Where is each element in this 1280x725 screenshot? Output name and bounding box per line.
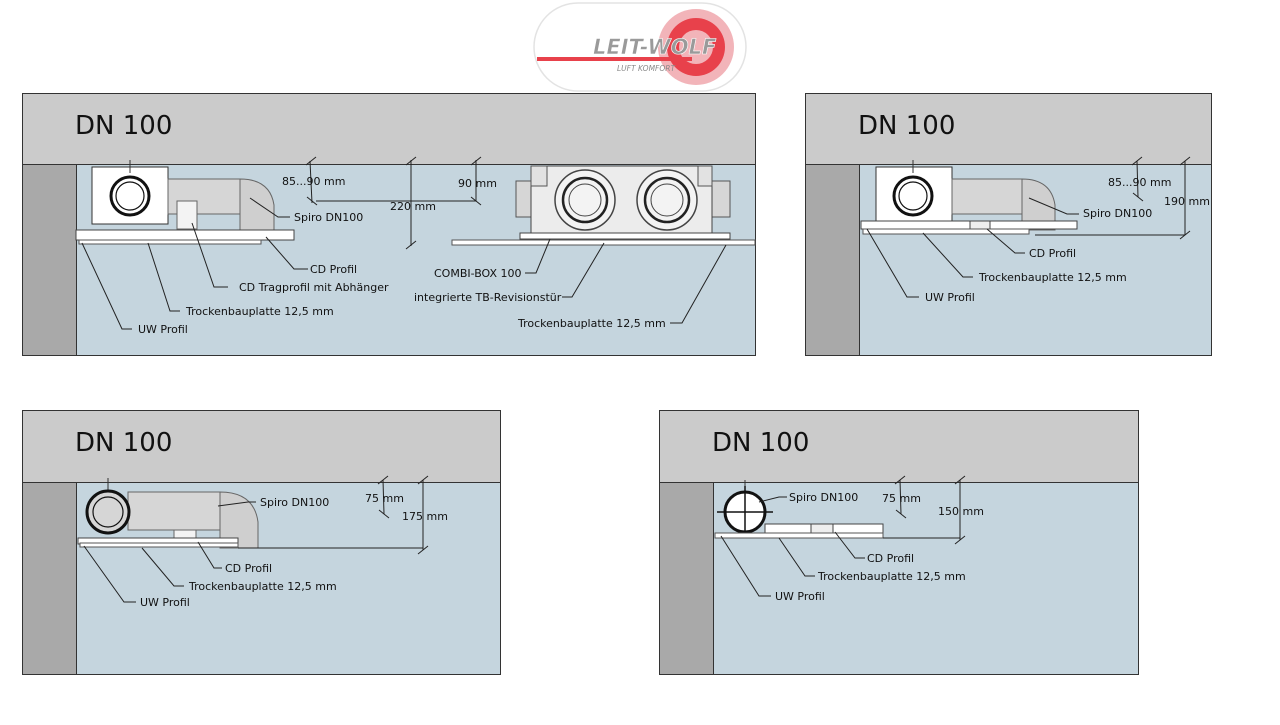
ceiling-slab	[659, 410, 1139, 483]
trockenbauplatte	[79, 542, 239, 548]
trockenbauplatte	[862, 228, 1030, 235]
cd-profil	[75, 229, 295, 241]
panel-title: DN 100	[858, 111, 955, 141]
panel-190mm: DN 100 85...90 mm Spiro D	[805, 93, 1212, 356]
panel-combi-box: DN 100	[22, 93, 756, 356]
label-cd-profil: CD Profil	[1029, 247, 1076, 260]
side-wall	[22, 164, 77, 356]
cd-profil-part	[810, 523, 834, 534]
ceiling-slab	[805, 93, 1212, 165]
spiro-duct	[91, 160, 275, 240]
label-height: 150 mm	[938, 505, 984, 518]
label-height: 190 mm	[1164, 195, 1210, 208]
label-spiro: Spiro DN100	[1083, 207, 1152, 220]
label-spiro: Spiro DN100	[789, 491, 858, 504]
trockenbauplatte	[78, 239, 262, 245]
side-wall	[805, 164, 860, 356]
label-spiro: Spiro DN100	[260, 496, 329, 509]
dimension-lines	[1035, 156, 1191, 240]
label-uw-profil: UW Profil	[140, 596, 190, 609]
label-uw-profil: UW Profil	[138, 323, 188, 336]
label-trockenbauplatte: Trockenbauplatte 12,5 mm	[188, 580, 337, 593]
ceiling-slab	[22, 93, 756, 165]
trockenbauplatte	[714, 532, 884, 539]
panel-title: DN 100	[712, 428, 809, 458]
trockenbauplatte-right	[451, 239, 756, 246]
combi-box-100	[515, 165, 731, 240]
dimension-lines	[238, 475, 429, 555]
label-spiro: Spiro DN100	[294, 211, 363, 224]
label-dim1: 75 mm	[365, 492, 404, 505]
logo-brand: LEIT-WOLF	[593, 35, 717, 59]
label-combi-box: COMBI-BOX 100	[434, 267, 522, 280]
leit-wolf-logo: LEIT-WOLF LUFT KOMFORT	[533, 2, 747, 92]
spiro-duct	[875, 160, 1056, 231]
panel-title: DN 100	[75, 428, 172, 458]
label-trockenbauplatte: Trockenbauplatte 12,5 mm	[978, 271, 1127, 284]
spiro-duct	[85, 478, 259, 549]
label-trockenbauplatte-right: Trockenbauplatte 12,5 mm	[517, 317, 666, 330]
cd-profil-part	[969, 220, 991, 230]
leader-lines	[866, 197, 1079, 298]
spiro-duct	[717, 480, 773, 534]
panel-150mm: DN 100 Spiro DN100 75 mm 150 mm	[659, 410, 1139, 675]
label-cd-profil: CD Profil	[867, 552, 914, 565]
side-wall	[22, 482, 77, 675]
dimension-lines	[883, 475, 966, 545]
side-wall	[659, 482, 714, 675]
label-height: 220 mm	[390, 200, 436, 213]
panel-175mm: DN 100 Spiro DN100 75 mm 1	[22, 410, 501, 675]
label-uw-profil: UW Profil	[775, 590, 825, 603]
logo-tagline: LUFT KOMFORT	[617, 64, 676, 73]
label-cd-tragprofil: CD Tragprofil mit Abhänger	[239, 281, 389, 294]
leader-lines	[83, 501, 256, 603]
dimension-lines	[305, 156, 482, 250]
label-uw-profil: UW Profil	[925, 291, 975, 304]
leader-lines	[720, 496, 865, 597]
panel-title: DN 100	[75, 111, 172, 141]
label-cd-profil: CD Profil	[225, 562, 272, 575]
label-revisionstuer: integrierte TB-Revisionstür	[414, 291, 562, 304]
label-cd-profil: CD Profil	[310, 263, 357, 276]
label-dim1: 85...90 mm	[282, 175, 345, 188]
label-dim1: 75 mm	[882, 492, 921, 505]
ceiling-slab	[22, 410, 501, 483]
label-dim1: 85...90 mm	[1108, 176, 1171, 189]
label-dim2: 90 mm	[458, 177, 497, 190]
label-trockenbauplatte: Trockenbauplatte 12,5 mm	[817, 570, 966, 583]
label-trockenbauplatte: Trockenbauplatte 12,5 mm	[185, 305, 334, 318]
leader-lines	[81, 197, 727, 330]
cd-profil	[860, 220, 1078, 230]
label-height: 175 mm	[402, 510, 448, 523]
